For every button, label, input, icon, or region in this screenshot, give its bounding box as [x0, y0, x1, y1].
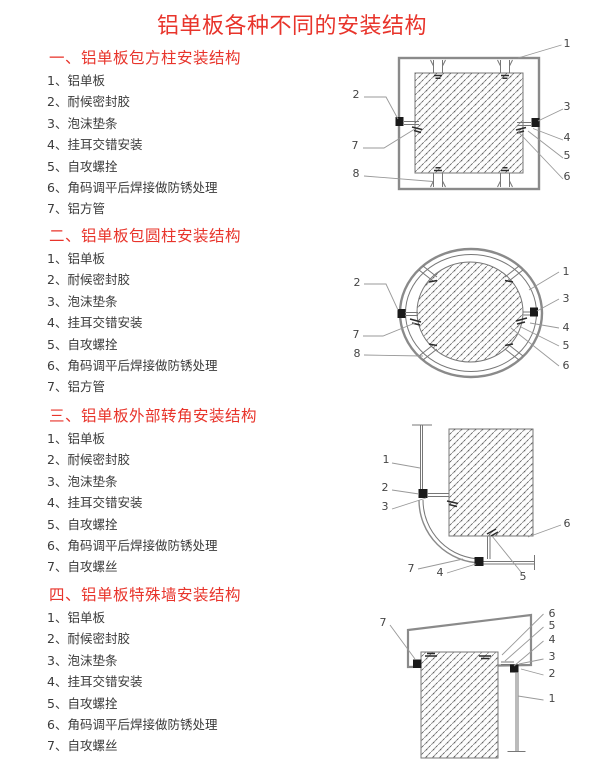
hanger-brackets: [430, 59, 513, 188]
legend-item: 1、铝单板: [47, 610, 105, 625]
legend-item: 1、铝单板: [47, 431, 105, 446]
legend-item: 5、自攻螺拴: [47, 695, 118, 711]
legend-item: 4、挂耳交错安装: [47, 495, 143, 511]
callout-number: 3: [382, 500, 389, 513]
callout-number: 5: [549, 619, 556, 632]
callout-number: 4: [564, 131, 571, 144]
legend-item: 6、角码调平后焊接做防锈处理: [47, 537, 218, 553]
panel-outline: [507, 672, 526, 752]
callout-leaders: [363, 271, 560, 367]
callout-number: 4: [437, 566, 444, 579]
callout-number: 2: [354, 276, 361, 289]
callout-number: 2: [549, 667, 556, 680]
callout-number: 5: [563, 339, 570, 352]
page-title: 铝单板各种不同的安装结构: [156, 14, 427, 39]
round-column-diagram: 2 7 8 1 3 4 5 6: [353, 247, 570, 379]
legend-item: 3、泡沫垫条: [47, 293, 118, 309]
legend-item: 3、泡沫垫条: [47, 473, 118, 489]
legend-item: 4、挂耳交错安装: [47, 315, 143, 331]
hanger-brackets: [418, 265, 524, 361]
callout-number: 2: [382, 481, 389, 494]
external-corner-diagram: 1 2 3 7 4 5 6: [382, 424, 571, 583]
wall-brackets: [413, 652, 519, 673]
callout-number: 6: [549, 607, 556, 620]
legend-item: 4、挂耳交错安装: [47, 137, 143, 153]
legend-list-4: 1、铝单板 2、耐候密封胶 3、泡沫垫条 4、挂耳交错安装 5、自攻螺拴 6、角…: [47, 607, 217, 757]
callout-leaders: [389, 613, 544, 701]
legend-item: 7、自攻螺丝: [47, 559, 118, 575]
callout-number: 3: [549, 650, 556, 663]
callout-number: 7: [352, 139, 359, 152]
callout-number: 7: [408, 562, 415, 575]
concrete-wall: [448, 428, 534, 537]
legend-list-2: 1、铝单板 2、耐候密封胶 3、泡沫垫条 4、挂耳交错安装 5、自攻螺拴 6、角…: [47, 248, 217, 398]
legend-item: 2、耐候密封胶: [47, 452, 130, 468]
callout-number: 4: [563, 321, 570, 334]
square-column-diagram: 1 2 7 8 3 4 5 6: [352, 37, 571, 191]
legend-item: 1、铝单板: [47, 251, 105, 266]
legend-item: 6、角码调平后焊接做防锈处理: [47, 716, 218, 732]
callout-number: 1: [549, 692, 556, 705]
callout-leaders: [391, 462, 562, 574]
callout-number: 2: [353, 88, 360, 101]
callout-number: 5: [520, 570, 527, 583]
concrete-core: [416, 261, 524, 363]
callout-number: 8: [353, 167, 360, 180]
callout-number: 7: [380, 616, 387, 629]
callout-number: 6: [563, 359, 570, 372]
legend-item: 3、泡沫垫条: [47, 652, 118, 668]
legend-item: 2、耐候密封胶: [47, 631, 130, 647]
callout-number: 5: [564, 149, 571, 162]
legend-item: 3、泡沫垫条: [47, 115, 118, 131]
side-connectors: [395, 117, 540, 134]
callout-number: 6: [564, 517, 571, 530]
legend-item: 7、铝方管: [47, 379, 105, 395]
panel-outline: [412, 424, 535, 570]
callout-number: 3: [564, 100, 571, 113]
legend-item: 2、耐候密封胶: [47, 94, 130, 110]
legend-item: 7、铝方管: [47, 201, 105, 217]
callout-number: 6: [564, 170, 571, 183]
section-heading-2: 二、铝单板包圆柱安装结构: [49, 227, 242, 245]
callout-number: 1: [564, 37, 571, 50]
callout-number: 1: [563, 265, 570, 278]
legend-item: 1、铝单板: [47, 73, 105, 88]
legend-item: 4、挂耳交错安装: [47, 674, 143, 690]
concrete-core: [414, 72, 524, 174]
callout-leaders: [363, 44, 564, 182]
legend-list-1: 1、铝单板 2、耐候密封胶 3、泡沫垫条 4、挂耳交错安装 5、自攻螺拴 6、角…: [47, 70, 217, 220]
side-connectors: [397, 307, 538, 326]
callout-number: 3: [563, 292, 570, 305]
callout-number: 4: [549, 633, 556, 646]
section-heading-3: 三、铝单板外部转角安装结构: [49, 407, 258, 425]
legend-item: 6、角码调平后焊接做防锈处理: [47, 179, 218, 195]
legend-item: 5、自攻螺拴: [47, 336, 118, 352]
callout-number: 1: [383, 453, 390, 466]
legend-item: 7、自攻螺丝: [47, 738, 118, 754]
legend-item: 6、角码调平后焊接做防锈处理: [47, 357, 218, 373]
section-heading-1: 一、铝单板包方柱安装结构: [49, 49, 242, 67]
corner-brackets: [418, 489, 499, 566]
legend-item: 2、耐候密封胶: [47, 272, 130, 288]
legend-list-3: 1、铝单板 2、耐候密封胶 3、泡沫垫条 4、挂耳交错安装 5、自攻螺拴 6、角…: [47, 428, 217, 578]
section-heading-4: 四、铝单板特殊墙安装结构: [49, 586, 242, 604]
callout-number: 7: [353, 328, 360, 341]
concrete-wall: [420, 651, 499, 759]
callout-number: 8: [354, 347, 361, 360]
special-wall-diagram: 7 6 5 4 3 2 1: [380, 607, 556, 759]
legend-item: 5、自攻螺拴: [47, 516, 118, 532]
legend-item: 5、自攻螺拴: [47, 158, 118, 174]
